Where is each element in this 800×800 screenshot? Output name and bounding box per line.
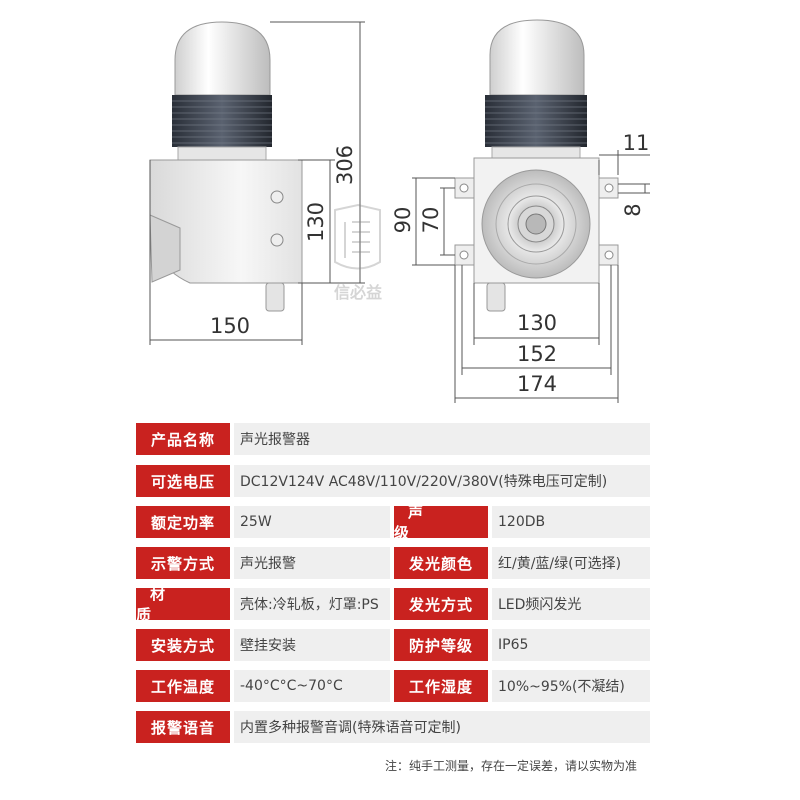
spec-label: 声 级 (394, 503, 488, 542)
side-screw-2 (270, 233, 284, 247)
side-rib-band (172, 95, 272, 147)
spec-label: 安装方式 (136, 629, 230, 661)
spec-value: 内置多种报警音调(特殊语音可定制) (234, 711, 650, 743)
side-dome (174, 21, 271, 96)
dim-bracket-hole: 8 (621, 203, 645, 216)
front-dome (489, 19, 585, 96)
technical-drawing: 150 130 306 信必益 (149, 19, 650, 403)
spec-value: 壁挂安装 (234, 629, 390, 661)
watermark-logo: 信必益 (334, 203, 382, 302)
side-cable-gland (265, 282, 285, 312)
spec-label: 额定功率 (136, 506, 230, 538)
dim-flange-width: 152 (517, 342, 557, 366)
spec-label: 防护等级 (394, 629, 488, 661)
spec-value: 红/黄/蓝/绿(可选择) (492, 547, 650, 579)
spec-label: 可选电压 (136, 465, 230, 497)
spec-value: 10%~95%(不凝结) (492, 670, 650, 702)
spec-value: 120DB (492, 506, 650, 538)
spec-value: 壳体:冷轧板，灯罩:PS (234, 588, 390, 620)
watermark-text: 信必益 (334, 283, 382, 302)
spec-value: IP65 (492, 629, 650, 661)
spec-row-voltage: 可选电压 DC12V124V AC48V/110V/220V/380V(特殊电压… (136, 465, 650, 497)
dim-bracket-tab: 11 (623, 131, 650, 155)
spec-label: 示警方式 (136, 547, 230, 579)
spec-label: 材 质 (136, 585, 230, 624)
dim-mount-spacing: 90 (391, 207, 415, 234)
spec-label: 发光颜色 (394, 547, 488, 579)
spec-row-install: 安装方式 壁挂安装 防护等级 IP65 (136, 629, 650, 661)
spec-row-temperature: 工作温度 -40°C°C~70°C 工作湿度 10%~95%(不凝结) (136, 670, 650, 702)
spec-value: -40°C°C~70°C (234, 670, 390, 702)
spec-row-product-name: 产品名称 声光报警器 (136, 423, 650, 455)
spec-row-power: 额定功率 25W 声 级 120DB (136, 503, 650, 542)
spec-row-alarm-mode: 示警方式 声光报警 发光颜色 红/黄/蓝/绿(可选择) (136, 547, 650, 579)
side-screw-1 (270, 190, 284, 204)
spec-row-material: 材 质 壳体:冷轧板，灯罩:PS 发光方式 LED频闪发光 (136, 585, 650, 624)
spec-label: 发光方式 (394, 588, 488, 620)
dim-side-height: 130 (304, 202, 328, 242)
side-view: 150 130 306 信必益 (149, 21, 382, 345)
side-horn (149, 214, 181, 283)
spec-label: 产品名称 (136, 423, 230, 455)
dim-overall-width: 174 (517, 372, 557, 396)
front-rib-band (485, 95, 587, 147)
front-cable-gland (486, 282, 506, 312)
spec-value: 声光报警器 (234, 423, 650, 455)
spec-value: 25W (234, 506, 390, 538)
spec-label: 工作温度 (136, 670, 230, 702)
dim-total-height: 306 (333, 145, 357, 185)
spec-value: LED频闪发光 (492, 588, 650, 620)
spec-label: 报警语音 (136, 711, 230, 743)
dim-body-width: 130 (517, 311, 557, 335)
dim-mount-inner: 70 (419, 207, 443, 234)
spec-value: DC12V124V AC48V/110V/220V/380V(特殊电压可定制) (234, 465, 650, 497)
spec-value: 声光报警 (234, 547, 390, 579)
spec-row-voice: 报警语音 内置多种报警音调(特殊语音可定制) (136, 711, 650, 743)
front-view: 130 152 174 90 70 11 8 (391, 19, 650, 403)
dim-side-width: 150 (210, 314, 250, 338)
measurement-note: 注：纯手工测量，存在一定误差，请以实物为准 (385, 759, 638, 773)
spec-label: 工作湿度 (394, 670, 488, 702)
